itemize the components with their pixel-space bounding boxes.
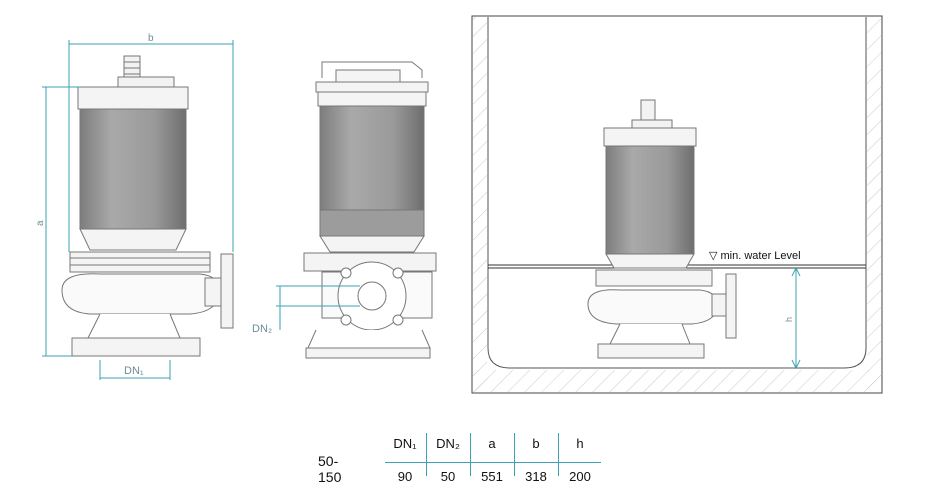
dimension-dn1 <box>99 360 171 380</box>
dimension-a-label: a <box>35 220 46 226</box>
value-dn1: 90 <box>397 469 413 484</box>
sump-installation-view: h <box>471 15 883 394</box>
pump-technical-drawing: b a DN₁ DN₂ <box>35 15 883 394</box>
header-dn2: DN₂ <box>436 436 460 451</box>
dimension-a <box>42 86 80 357</box>
value-a: 551 <box>481 469 503 484</box>
table-column-divider <box>514 433 515 476</box>
header-dn1: DN₁ <box>393 436 417 451</box>
value-b: 318 <box>525 469 547 484</box>
dimension-dn2 <box>276 285 360 330</box>
value-h: 200 <box>569 469 591 484</box>
header-h: h <box>576 436 584 451</box>
dimension-b-label: b <box>148 33 154 44</box>
table-divider <box>385 462 601 463</box>
model-label: 50-150 <box>318 453 342 485</box>
dimension-dn1-label: DN₁ <box>124 365 144 377</box>
pump-side-view <box>61 55 234 357</box>
header-b: b <box>532 436 540 451</box>
value-dn2: 50 <box>440 469 456 484</box>
pump-front-view <box>303 61 437 359</box>
dimension-b <box>68 40 234 252</box>
table-column-divider <box>426 433 427 476</box>
header-a: a <box>488 436 496 451</box>
table-column-divider <box>558 433 559 476</box>
dimension-h-label: h <box>784 317 794 322</box>
min-water-level-label: ▽ min. water Level <box>709 250 801 262</box>
table-column-divider <box>470 433 471 476</box>
dimension-dn2-label: DN₂ <box>252 323 272 335</box>
